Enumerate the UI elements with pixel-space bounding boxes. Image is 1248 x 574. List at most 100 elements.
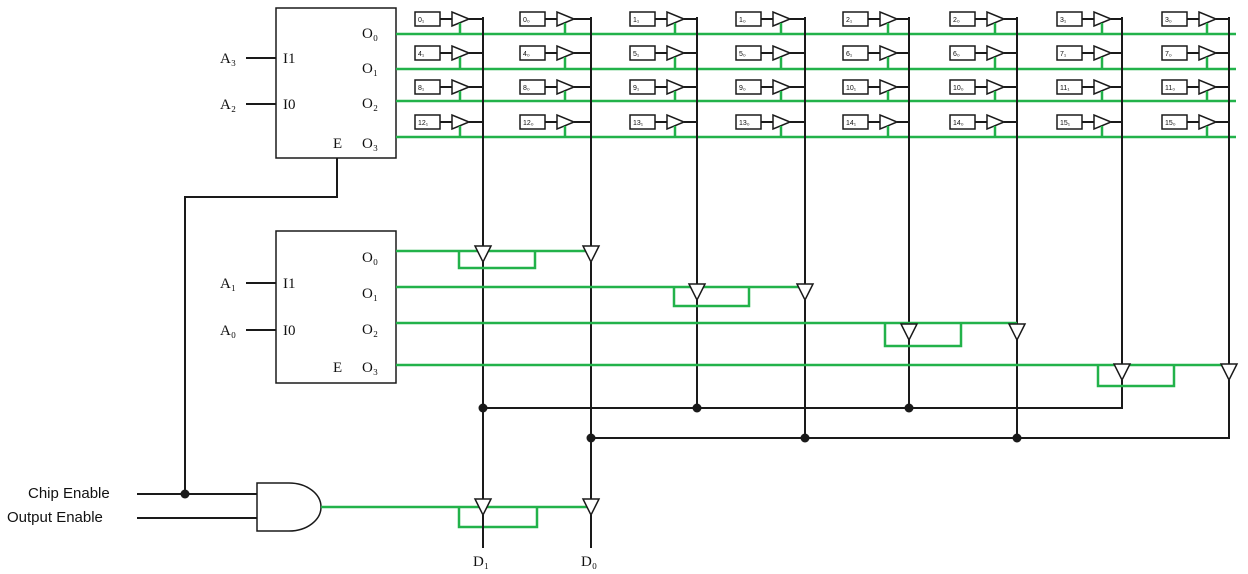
memory-cell-label: 6₁ <box>846 51 853 58</box>
memory-cell: 5₁ <box>629 44 697 69</box>
memory-cell-label: 15₁ <box>1060 120 1071 127</box>
tristate-buffer-icon <box>556 10 576 28</box>
tristate-buffer-icon <box>879 78 899 96</box>
decoder-top-enable-pin: E <box>333 136 342 152</box>
tristate-buffer-icon <box>986 44 1006 62</box>
tristate-buffer-icon <box>451 10 471 28</box>
decoder-top-pin-i0: I0 <box>283 97 296 113</box>
memory-cell-label: 8₀ <box>523 85 530 92</box>
memory-cell-label: 0₀ <box>523 17 530 24</box>
memory-cell: 15₁ <box>1056 113 1122 137</box>
decoder-top-input-a2: A₂ <box>220 97 236 113</box>
tristate-buffer-icon <box>795 283 815 302</box>
enable-wiring: Chip Enable Output Enable <box>7 158 338 532</box>
memory-cell: 11₀ <box>1161 78 1229 101</box>
tristate-buffer-icon <box>879 113 899 131</box>
memory-cell-label: 4₀ <box>523 51 530 58</box>
memory-cell-label: 15₀ <box>1165 120 1176 127</box>
decoder-bottom-output-o0: O₀ <box>362 250 378 266</box>
decoder-top-output-o2: O₂ <box>362 96 378 112</box>
tristate-buffer-icon <box>451 44 471 62</box>
tristate-buffer-icon <box>879 44 899 62</box>
memory-cell-label: 3₁ <box>1060 17 1067 24</box>
and-gate-icon <box>256 482 322 532</box>
memory-cell: 14₀ <box>949 113 1017 137</box>
tristate-buffer-icon <box>556 113 576 131</box>
decoder-bottom-output-o1: O₁ <box>362 286 378 302</box>
tristate-buffer-icon <box>772 78 792 96</box>
decoder-top-input-a3: A₃ <box>220 51 236 67</box>
decoder-top-output-o1: O₁ <box>362 61 378 77</box>
memory-cell: 0₁ <box>414 10 483 34</box>
tristate-buffer-icon <box>1093 78 1113 96</box>
memory-cell-label: 7₀ <box>1165 51 1172 58</box>
decoder-top-output-o0: O₀ <box>362 26 378 42</box>
word-lines <box>396 32 1236 139</box>
tristate-buffer-icon <box>1219 363 1239 382</box>
tristate-buffer-icon <box>986 78 1006 96</box>
memory-cell: 1₁ <box>629 10 697 34</box>
memory-cell-label: 11₁ <box>1060 85 1070 92</box>
memory-cell: 10₀ <box>949 78 1017 101</box>
memory-cell: 10₁ <box>842 78 909 101</box>
memory-cell: 13₁ <box>629 113 697 137</box>
tristate-buffer-icon <box>1093 10 1113 28</box>
memory-cell: 5₀ <box>735 44 805 69</box>
memory-cell-label: 7₁ <box>1060 51 1067 58</box>
decoder-top: A₃ A₂ I1 I0 E O₀ O₁ O₂ O₃ <box>220 7 397 159</box>
memory-cell-label: 13₁ <box>633 120 644 127</box>
tristate-buffer-icon <box>451 78 471 96</box>
tristate-buffer-icon <box>666 10 686 28</box>
decoder-bottom-pin-i0: I0 <box>283 323 296 339</box>
memory-cell-label: 10₁ <box>846 85 857 92</box>
output-enable-label: Output Enable <box>7 509 103 526</box>
tristate-buffer-icon <box>899 323 919 342</box>
memory-cell-label: 1₀ <box>739 17 746 24</box>
memory-cell-label: 14₁ <box>846 120 857 127</box>
memory-cell-label: 9₁ <box>633 85 640 92</box>
memory-cell-label: 5₁ <box>633 51 640 58</box>
memory-cell-label: 5₀ <box>739 51 746 58</box>
memory-cell: 3₁ <box>1056 10 1122 34</box>
memory-cell-label: 10₀ <box>953 85 964 92</box>
chip-enable-label: Chip Enable <box>28 485 110 502</box>
memory-cell: 7₁ <box>1056 44 1122 69</box>
memory-cell-label: 3₀ <box>1165 17 1172 24</box>
tristate-buffer-icon <box>556 44 576 62</box>
memory-cell-label: 9₀ <box>739 85 746 92</box>
tristate-buffer-icon <box>1093 113 1113 131</box>
memory-cell-label: 12₁ <box>418 120 429 127</box>
decoder-bottom-input-a0: A₀ <box>220 323 236 339</box>
memory-cell: 11₁ <box>1056 78 1122 101</box>
memory-cell: 14₁ <box>842 113 909 137</box>
memory-cell-label: 2₁ <box>846 17 853 24</box>
decoder-bottom: A₁ A₀ I1 I0 E O₀ O₁ O₂ O₃ <box>220 230 397 384</box>
memory-cell-label: 12₀ <box>523 120 534 127</box>
tristate-buffer-icon <box>451 113 471 131</box>
memory-cell: 2₀ <box>949 10 1017 34</box>
memory-cell-label: 0₁ <box>418 17 425 24</box>
decoder-bottom-pin-i1: I1 <box>283 276 296 292</box>
decoder-top-output-o3: O₃ <box>362 136 378 152</box>
memory-cell: 9₁ <box>629 78 697 101</box>
tristate-buffer-icon <box>1198 78 1218 96</box>
memory-cell: 8₀ <box>519 78 591 101</box>
memory-cell-label: 14₀ <box>953 120 964 127</box>
tristate-buffer-icon <box>1007 323 1027 342</box>
tristate-buffer-icon <box>879 10 899 28</box>
tristate-buffer-icon <box>581 498 601 517</box>
tristate-buffer-icon <box>1093 44 1113 62</box>
memory-cell-label: 4₁ <box>418 51 425 58</box>
output-d1-label: D₁ <box>473 554 489 570</box>
memory-cell: 3₀ <box>1161 10 1229 34</box>
tristate-buffer-icon <box>986 113 1006 131</box>
tristate-buffer-icon <box>1198 113 1218 131</box>
tristate-buffer-icon <box>666 78 686 96</box>
memory-cell: 4₀ <box>519 44 591 69</box>
memory-cell: 7₀ <box>1161 44 1229 69</box>
memory-cell-label: 6₀ <box>953 51 960 58</box>
memory-cell-label: 13₀ <box>739 120 750 127</box>
memory-cell: 0₀ <box>519 10 591 34</box>
